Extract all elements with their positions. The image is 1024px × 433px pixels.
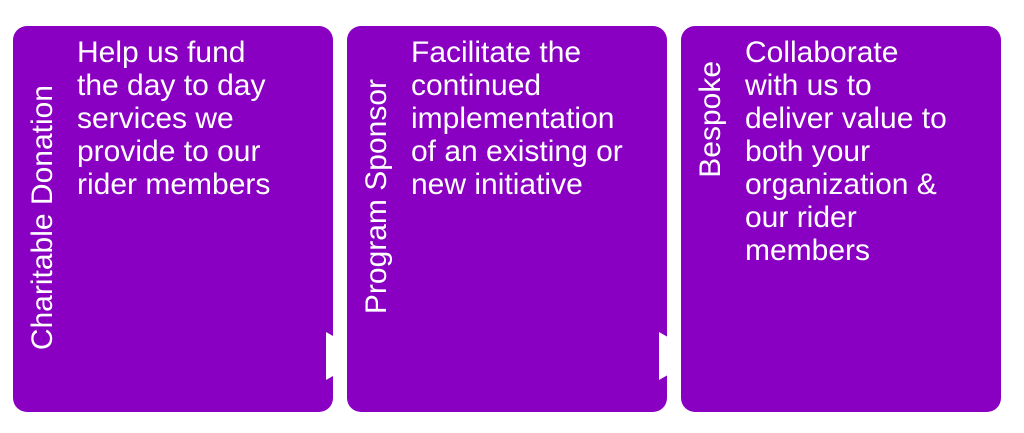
card-description: Facilitate the continued implementation …	[411, 36, 623, 201]
card-label: Program Sponsor	[360, 78, 393, 314]
card-description: Collaborate with us to deliver value to …	[745, 36, 947, 267]
card-label: Charitable Donation	[26, 84, 59, 350]
card-label: Bespoke	[694, 61, 727, 178]
card-description: Help us fund the day to day services we …	[77, 36, 271, 201]
card-bespoke: Bespoke Collaborate with us to deliver v…	[681, 26, 1001, 412]
card-label-container: Program Sponsor	[349, 34, 409, 314]
card-label-container: Charitable Donation	[15, 34, 75, 350]
card-program-sponsor: Program Sponsor Facilitate the continued…	[347, 26, 667, 412]
card-charitable-donation: Charitable Donation Help us fund the day…	[13, 26, 333, 412]
card-label-container: Bespoke	[683, 34, 743, 178]
